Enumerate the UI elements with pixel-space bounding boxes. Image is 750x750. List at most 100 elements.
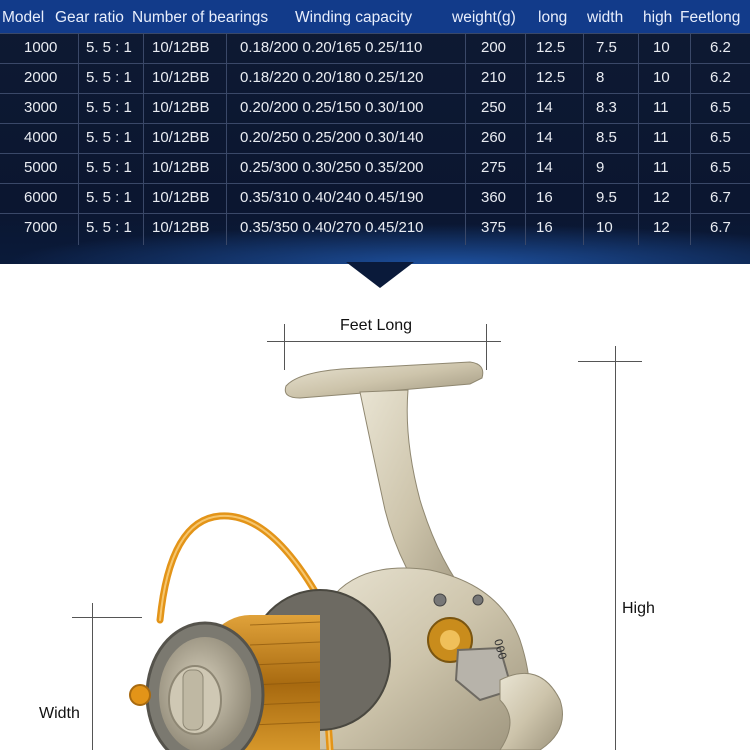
down-pointer-triangle (346, 262, 414, 288)
cell-long: 14 (536, 159, 553, 176)
dimension-tick (578, 361, 642, 362)
table-row: 3000 5. 5 : 1 10/12BB 0.20/200 0.25/150 … (0, 93, 750, 122)
cell-weight: 260 (481, 129, 507, 146)
header-long: long (538, 9, 568, 26)
cell-width: 9.5 (596, 189, 617, 206)
cell-feetlong: 6.5 (710, 159, 731, 176)
cell-winding-capacity: 0.25/300 0.30/250 0.35/200 (240, 159, 424, 176)
cell-long: 12.5 (536, 39, 566, 56)
handle-arm (499, 672, 563, 750)
cell-feetlong: 6.7 (710, 219, 731, 236)
cell-long: 16 (536, 189, 553, 206)
screw (433, 593, 447, 607)
spec-table-panel: Model Gear ratio Number of bearings Wind… (0, 0, 750, 264)
table-row: 4000 5. 5 : 1 10/12BB 0.20/250 0.25/200 … (0, 123, 750, 152)
table-row: 2000 5. 5 : 1 10/12BB 0.18/220 0.20/180 … (0, 63, 750, 92)
cell-high: 11 (653, 99, 669, 116)
cell-winding-capacity: 0.18/200 0.20/165 0.25/110 (240, 39, 423, 56)
cell-gear-ratio: 5. 5 : 1 (86, 39, 132, 56)
table-row: 7000 5. 5 : 1 10/12BB 0.35/350 0.40/270 … (0, 213, 750, 242)
table-header-row: Model Gear ratio Number of bearings Wind… (0, 0, 750, 33)
cell-feetlong: 6.5 (710, 129, 731, 146)
width-dimension-line (92, 603, 93, 750)
header-winding-capacity: Winding capacity (295, 9, 413, 26)
cell-weight: 200 (481, 39, 507, 56)
column-divider (583, 33, 584, 245)
column-divider (226, 33, 227, 245)
cell-width: 8.5 (596, 129, 617, 146)
cell-bearings: 10/12BB (152, 159, 210, 176)
cell-model: 2000 (24, 69, 58, 86)
cell-high: 11 (653, 129, 669, 146)
cell-gear-ratio: 5. 5 : 1 (86, 99, 132, 116)
column-divider (78, 33, 79, 245)
cell-winding-capacity: 0.35/350 0.40/270 0.45/210 (240, 219, 424, 236)
cell-bearings: 10/12BB (152, 189, 210, 206)
header-model: Model (2, 9, 45, 26)
cell-width: 8 (596, 69, 605, 86)
cell-weight: 250 (481, 99, 507, 116)
cell-feetlong: 6.5 (710, 99, 731, 116)
dimension-tick (72, 617, 142, 618)
table-row: 6000 5. 5 : 1 10/12BB 0.35/310 0.40/240 … (0, 183, 750, 212)
column-divider (525, 33, 526, 245)
cell-gear-ratio: 5. 5 : 1 (86, 69, 132, 86)
table-row: 1000 5. 5 : 1 10/12BB 0.18/200 0.20/165 … (0, 33, 750, 62)
column-divider (638, 33, 639, 245)
cell-gear-ratio: 5. 5 : 1 (86, 219, 132, 236)
high-dimension-line (615, 346, 616, 750)
feet-long-dimension-line (267, 341, 501, 342)
cell-feetlong: 6.7 (710, 189, 731, 206)
column-divider (690, 33, 691, 245)
cell-model: 4000 (24, 129, 58, 146)
cell-gear-ratio: 5. 5 : 1 (86, 189, 132, 206)
cell-gear-ratio: 5. 5 : 1 (86, 129, 132, 146)
cell-width: 8.3 (596, 99, 617, 116)
cell-width: 7.5 (596, 39, 617, 56)
cell-long: 16 (536, 219, 553, 236)
cell-weight: 375 (481, 219, 507, 236)
cell-model: 5000 (24, 159, 58, 176)
cell-winding-capacity: 0.20/200 0.25/150 0.30/100 (240, 99, 424, 116)
cell-long: 14 (536, 129, 553, 146)
cell-weight: 360 (481, 189, 507, 206)
cell-high: 12 (653, 219, 670, 236)
cell-width: 10 (596, 219, 613, 236)
header-bearings: Number of bearings (132, 9, 269, 26)
cell-feetlong: 6.2 (710, 69, 731, 86)
header-width: width (587, 9, 624, 26)
cell-gear-ratio: 5. 5 : 1 (86, 159, 132, 176)
column-divider (143, 33, 144, 245)
cell-bearings: 10/12BB (152, 69, 210, 86)
cell-long: 12.5 (536, 69, 566, 86)
cell-bearings: 10/12BB (152, 129, 210, 146)
cell-width: 9 (596, 159, 605, 176)
cell-long: 14 (536, 99, 553, 116)
cell-winding-capacity: 0.35/310 0.40/240 0.45/190 (240, 189, 424, 206)
cell-high: 10 (653, 39, 670, 56)
cell-winding-capacity: 0.18/220 0.20/180 0.25/120 (240, 69, 424, 86)
cell-high: 10 (653, 69, 670, 86)
table-row: 5000 5. 5 : 1 10/12BB 0.25/300 0.30/250 … (0, 153, 750, 182)
header-high: high (643, 9, 673, 26)
reel-foot (284, 361, 484, 399)
reel-model-mark: 000 (491, 637, 509, 661)
cell-high: 12 (653, 189, 670, 206)
cell-winding-capacity: 0.20/250 0.25/200 0.30/140 (240, 129, 424, 146)
cell-model: 6000 (24, 189, 58, 206)
cell-high: 11 (653, 159, 669, 176)
column-divider (465, 33, 466, 245)
header-feetlong: Feetlong (680, 9, 741, 26)
header-weight: weight(g) (452, 9, 516, 26)
cell-bearings: 10/12BB (152, 39, 210, 56)
dimension-tick (486, 324, 487, 370)
width-label: Width (39, 705, 80, 722)
cell-model: 7000 (24, 219, 58, 236)
line-roller (129, 684, 151, 706)
screw (472, 594, 484, 606)
cell-weight: 275 (481, 159, 507, 176)
cell-model: 1000 (24, 39, 58, 56)
dimension-tick (284, 324, 285, 370)
cell-bearings: 10/12BB (152, 219, 210, 236)
